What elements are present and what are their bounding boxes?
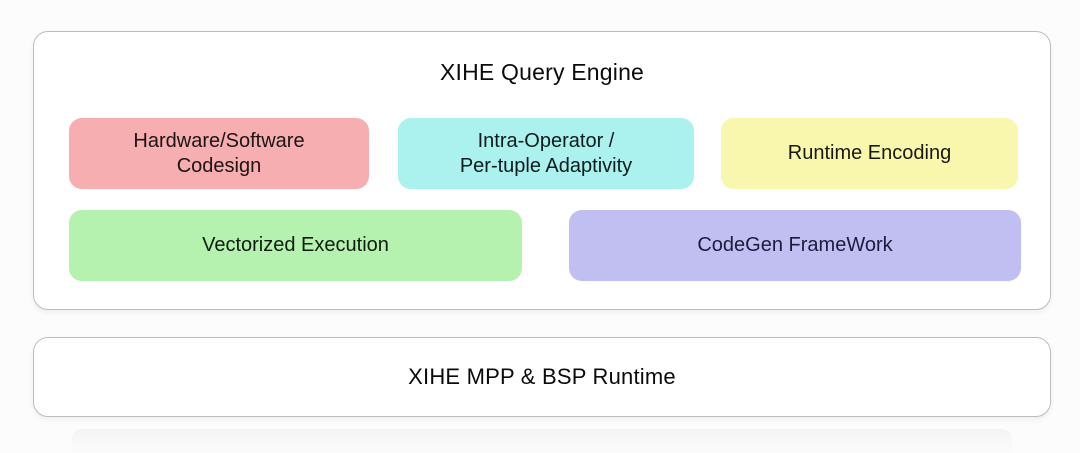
block-codegen-framework: CodeGen FrameWork: [569, 210, 1021, 281]
runtime-container: XIHE MPP & BSP Runtime: [33, 337, 1051, 417]
runtime-label: XIHE MPP & BSP Runtime: [408, 364, 676, 389]
partial-next-section: [72, 429, 1012, 453]
block-vectorized-execution: Vectorized Execution: [69, 210, 522, 281]
block-runtime-encoding: Runtime Encoding: [721, 118, 1018, 189]
block-hardware-software-codesign: Hardware/Software Codesign: [69, 118, 369, 189]
query-engine-title: XIHE Query Engine: [439, 59, 645, 85]
diagram-canvas: { "page": { "background": "#fcfcfc" }, "…: [33, 31, 1051, 453]
block-intra-operator-adaptivity: Intra-Operator / Per-tuple Adaptivity: [398, 118, 694, 189]
query-engine-container: XIHE Query Engine Hardware/Software Code…: [33, 31, 1051, 310]
